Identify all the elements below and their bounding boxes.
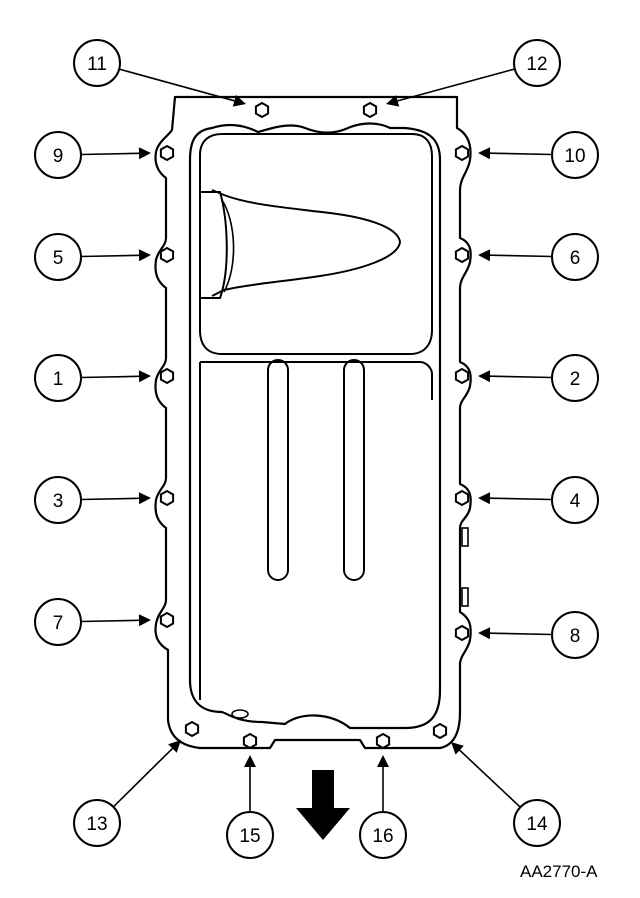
callout-bubble-6	[551, 233, 599, 281]
callout-number-4: 4	[570, 491, 581, 512]
bolts-layer	[159, 101, 470, 750]
bolt-3	[159, 489, 175, 507]
callout-number-6: 6	[570, 248, 581, 269]
leader-arrowhead-12	[386, 95, 400, 107]
callout-number-13: 13	[86, 814, 107, 835]
callout-number-14: 14	[526, 814, 548, 835]
callout-bubble-3	[34, 476, 82, 524]
leader-arrowhead-4	[478, 492, 491, 505]
callout-number-10: 10	[564, 146, 585, 167]
baffle-plateau	[199, 133, 433, 355]
callout-bubble-10	[551, 131, 599, 179]
leader-arrowhead-5	[138, 249, 151, 262]
callout-number-12: 12	[526, 54, 547, 75]
baffle-lower-edge	[200, 361, 433, 400]
callout-bubble-7	[34, 598, 82, 646]
bolt-5	[159, 246, 175, 264]
leader-line-2	[489, 375, 553, 379]
bolt-15	[242, 732, 258, 750]
callout-number-15: 15	[239, 826, 260, 847]
leader-line-10	[489, 152, 553, 156]
leader-arrowhead-15	[244, 755, 256, 767]
front-direction-arrow	[296, 770, 350, 840]
bolt-16	[375, 732, 391, 750]
leader-line-6	[489, 254, 553, 258]
bolt-1	[159, 367, 175, 385]
pickup-tube-inner-line	[221, 199, 235, 293]
bolt-6	[454, 246, 470, 264]
leader-line-8	[489, 632, 553, 636]
callout-bubble-9	[34, 131, 82, 179]
drain-plug	[231, 709, 249, 719]
callout-bubble-1	[34, 354, 82, 402]
leader-arrowhead-8	[478, 627, 491, 640]
leader-arrowhead-2	[478, 370, 491, 383]
leader-line-3	[80, 497, 140, 501]
leader-arrowhead-16	[377, 755, 389, 767]
leader-arrowhead-6	[478, 249, 491, 262]
callout-number-7: 7	[53, 613, 64, 634]
leader-line-1	[80, 375, 140, 379]
callout-number-16: 16	[372, 826, 393, 847]
pan-flange-outline	[154, 95, 472, 750]
reinforcement-rib-right	[343, 359, 365, 581]
bolt-10	[454, 144, 470, 162]
callout-bubble-12	[513, 39, 561, 87]
leader-line-5	[80, 254, 140, 258]
bolt-11	[254, 101, 270, 119]
bolt-9	[159, 144, 175, 162]
callout-number-3: 3	[53, 491, 64, 512]
callout-bubble-13	[73, 799, 121, 847]
leader-arrowhead-13	[168, 740, 181, 753]
leader-line-14	[459, 749, 521, 808]
leader-line-4	[489, 497, 553, 501]
flange-tab-right-upper	[461, 527, 469, 547]
leader-lines-layer	[80, 68, 553, 812]
callout-number-1: 1	[53, 369, 64, 390]
leader-arrowhead-7	[138, 614, 151, 627]
leader-line-9	[80, 152, 140, 156]
leader-arrowhead-11	[232, 95, 246, 107]
leader-arrowhead-10	[478, 147, 491, 160]
leader-line-12	[397, 68, 516, 102]
callout-bubble-5	[34, 233, 82, 281]
bolt-13	[184, 720, 200, 738]
callout-number-11: 11	[87, 54, 107, 75]
leader-arrowhead-1	[138, 370, 151, 383]
callout-number-5: 5	[53, 248, 64, 269]
callout-bubble-15	[226, 811, 274, 859]
callout-number-8: 8	[570, 626, 581, 647]
reinforcement-rib-left	[267, 359, 289, 581]
leader-arrowhead-14	[451, 742, 464, 755]
callout-bubble-8	[551, 611, 599, 659]
callout-bubble-11	[73, 39, 121, 87]
bolt-2	[454, 367, 470, 385]
pickup-tube-funnel	[211, 189, 402, 297]
callout-bubble-14	[513, 799, 561, 847]
callout-number-2: 2	[570, 369, 581, 390]
bolt-7	[159, 611, 175, 629]
callout-bubble-2	[551, 354, 599, 402]
callout-bubble-16	[359, 811, 407, 859]
pickup-tube-inlet	[200, 191, 228, 299]
leader-arrowhead-9	[138, 147, 151, 160]
bolt-14	[432, 722, 448, 740]
flange-tab-right-lower	[461, 587, 469, 607]
bolt-4	[454, 489, 470, 507]
callout-bubble-4	[551, 476, 599, 524]
bolt-12	[362, 101, 378, 119]
leader-arrowhead-3	[138, 492, 151, 505]
pan-sump-outline	[188, 122, 442, 730]
leader-line-13	[112, 747, 174, 808]
leader-line-7	[80, 619, 140, 623]
callout-number-9: 9	[53, 146, 64, 167]
bolt-8	[454, 624, 470, 642]
figure-reference-label: AA2770-A	[520, 862, 598, 881]
leader-line-11	[118, 68, 235, 102]
